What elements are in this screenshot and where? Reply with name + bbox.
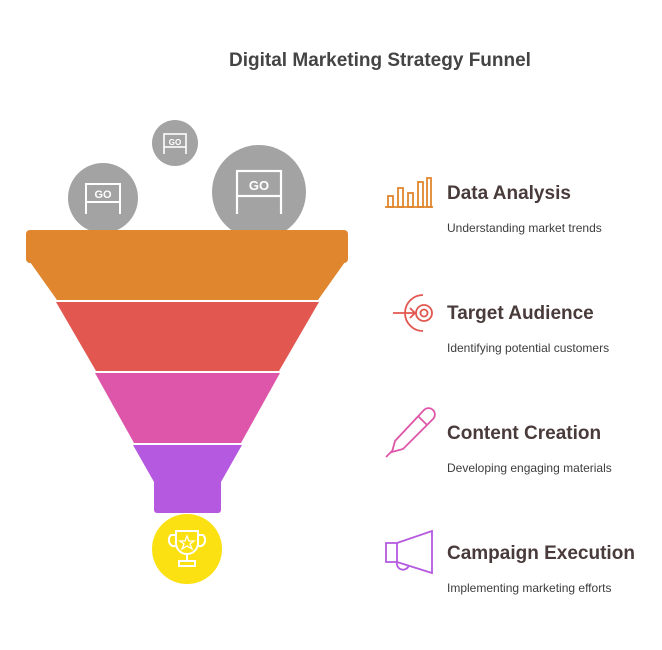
stage-description: Understanding market trends [447, 221, 602, 235]
stage-description: Developing engaging materials [447, 461, 612, 475]
go-ball-left: GO [68, 163, 138, 233]
funnel-layer-target-audience [56, 302, 319, 371]
stage-title: Data Analysis [447, 183, 571, 204]
stage-content-creation: Content Creation Developing engaging mat… [447, 423, 612, 475]
target-icon [393, 294, 433, 332]
stage-description: Implementing marketing efforts [447, 581, 612, 595]
stage-title: Campaign Execution [447, 543, 635, 564]
stage-description: Identifying potential customers [447, 341, 610, 355]
stage-target-audience: Target Audience Identifying potential cu… [447, 303, 609, 355]
diagram-title: Digital Marketing Strategy Funnel [229, 50, 531, 71]
pen-icon [385, 407, 436, 458]
stage-title: Content Creation [447, 423, 602, 444]
go-ball-small: GO [152, 120, 198, 166]
stage-data-analysis: Data Analysis Understanding market trend… [447, 183, 602, 235]
go-ball-right: GO [212, 145, 306, 239]
go-sign-text: GO [169, 138, 181, 147]
funnel-layer-content-creation [95, 373, 280, 443]
bar-chart-icon [385, 177, 433, 208]
funnel-layer-campaign-execution [133, 445, 242, 513]
trophy-icon [152, 514, 222, 584]
funnel-layer-data-analysis [26, 230, 348, 300]
megaphone-icon [385, 529, 433, 575]
go-sign-text: GO [94, 189, 112, 201]
go-sign-text: GO [249, 178, 269, 193]
stage-campaign-execution: Campaign Execution Implementing marketin… [447, 543, 635, 595]
stage-title: Target Audience [447, 303, 594, 324]
